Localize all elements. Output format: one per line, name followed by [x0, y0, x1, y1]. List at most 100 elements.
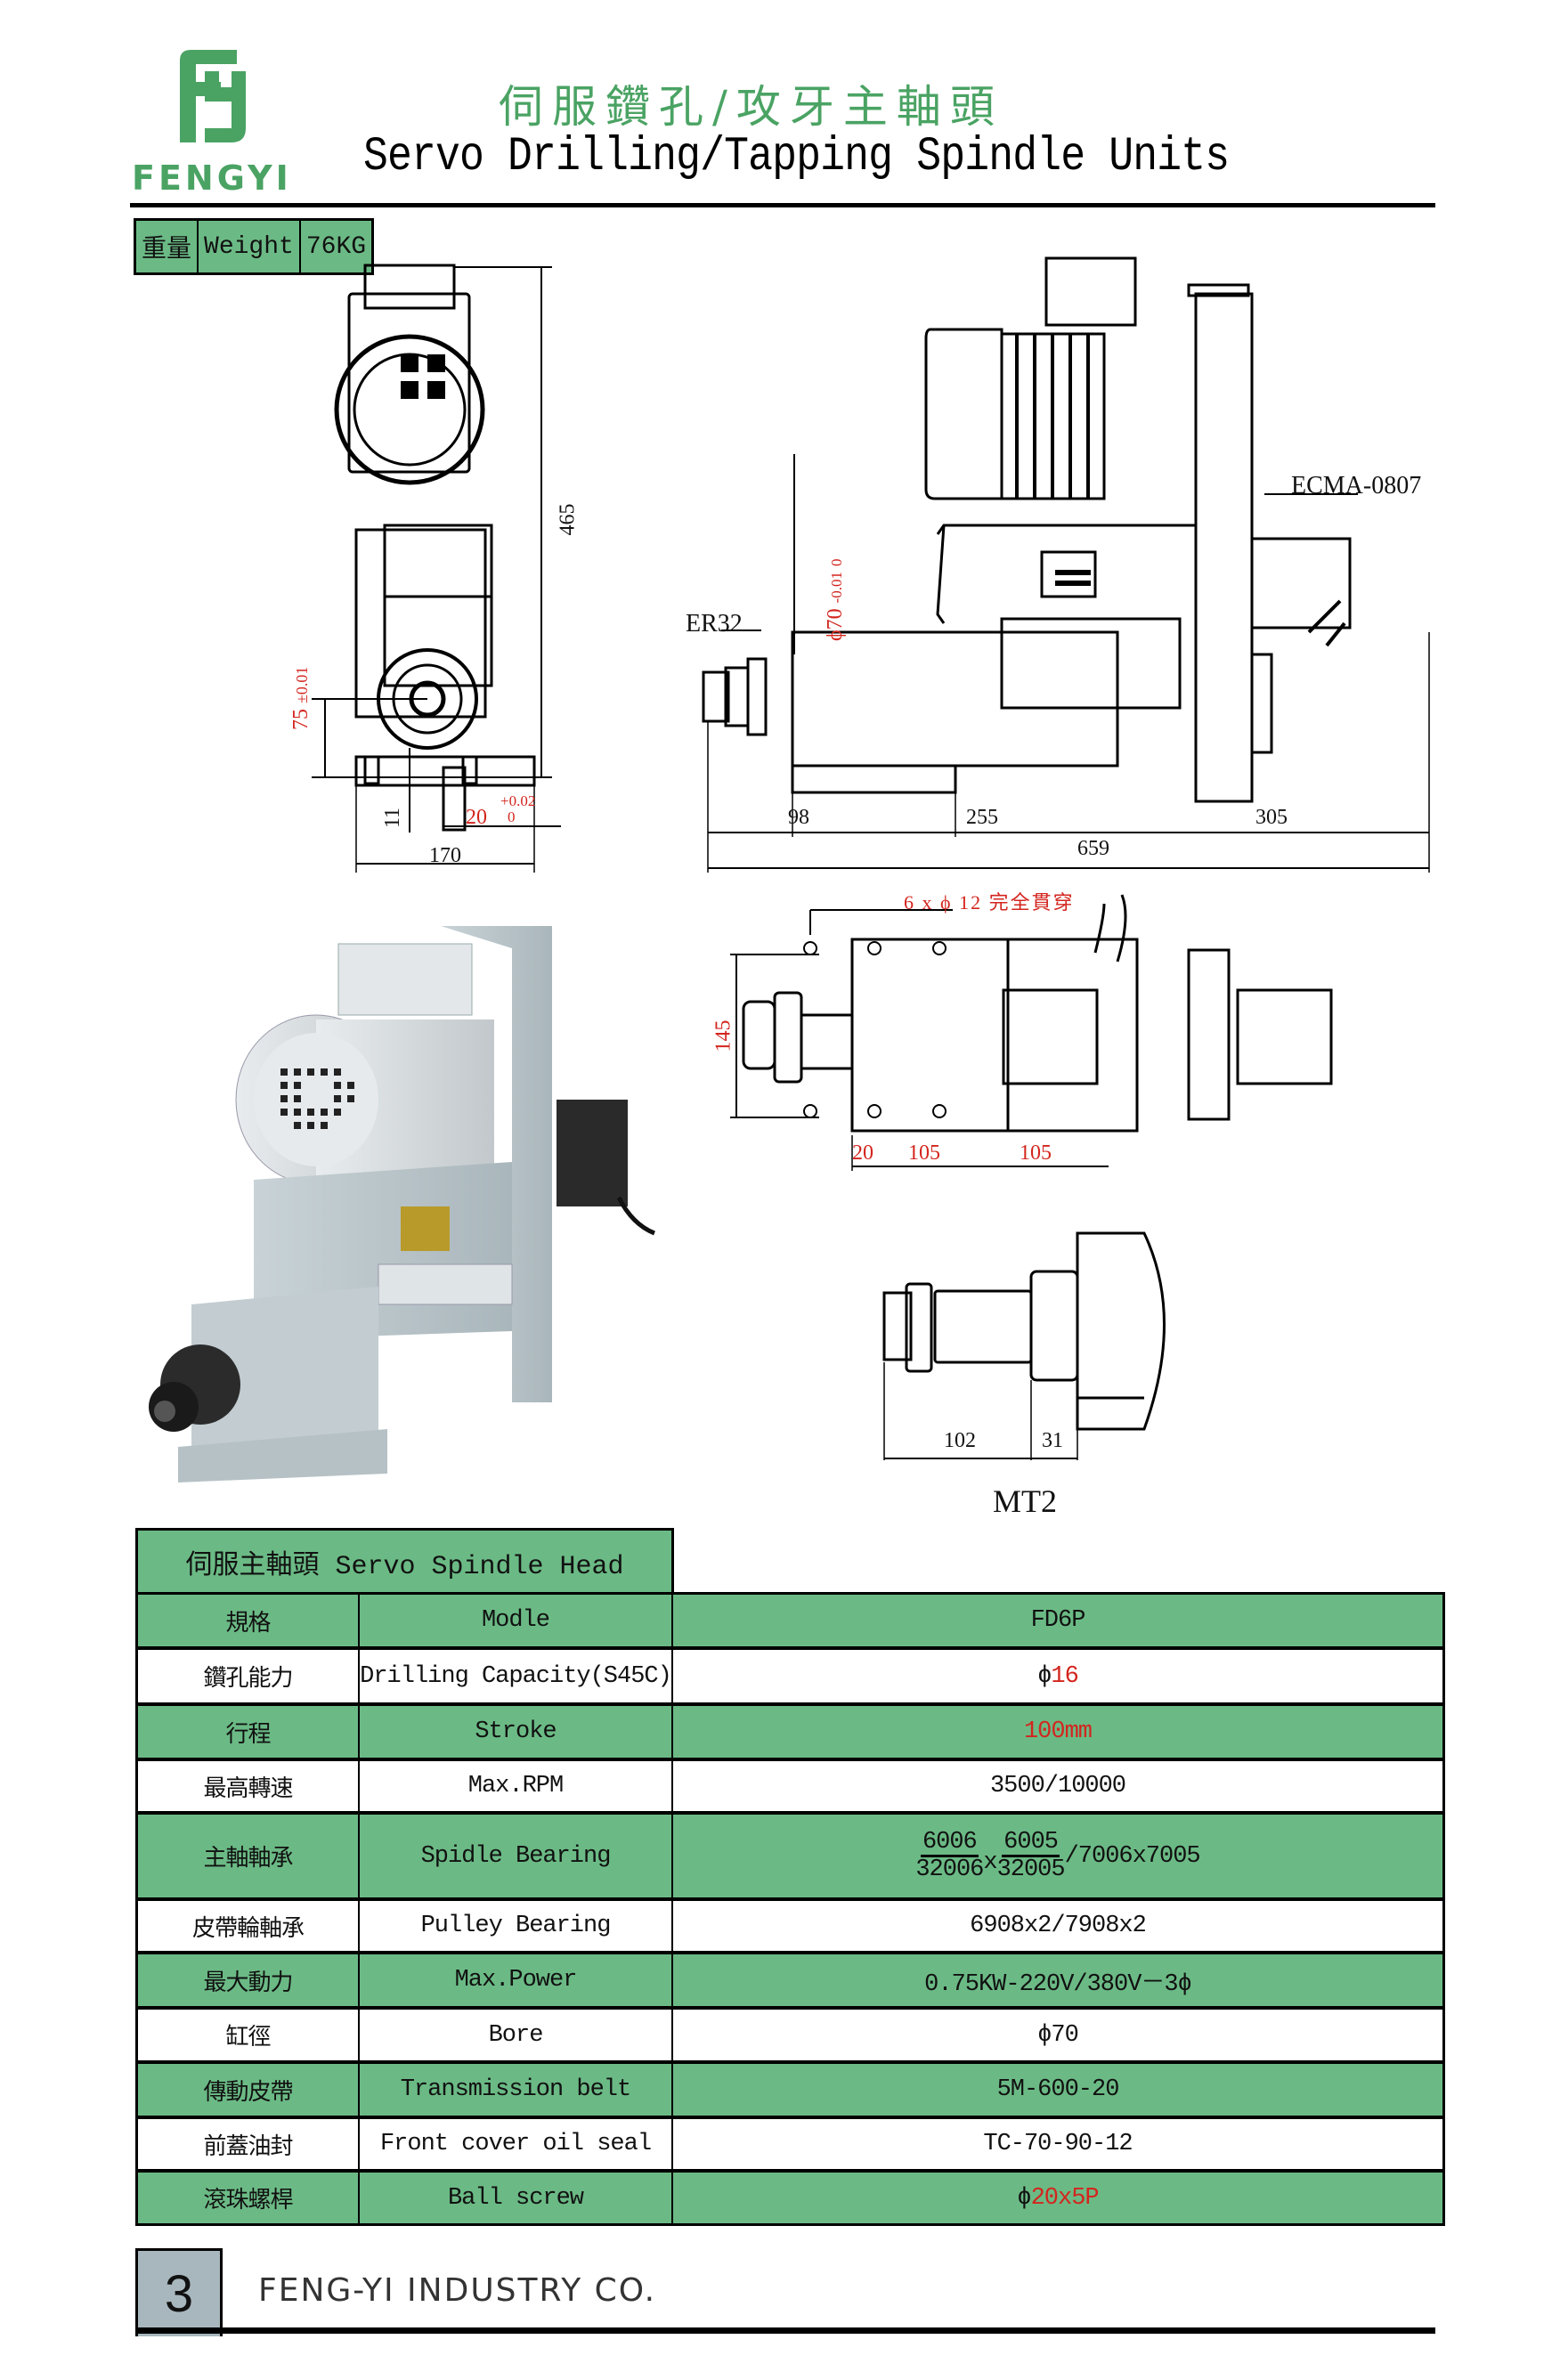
diameter-symbol: ϕ	[1037, 1662, 1052, 1690]
top-view-drawing: 6 x ϕ 12 完全貫穿 145 20 105 105	[712, 881, 1478, 1175]
dim-rear-length: 305	[1255, 806, 1288, 829]
spec-label-en: Front cover oil seal	[360, 2119, 673, 2169]
fraction-numerator: 6006	[920, 1829, 979, 1857]
spec-value-text: FD6P	[1030, 1607, 1086, 1634]
dim-nose-length: 98	[788, 806, 809, 829]
spec-value: TC-70-90-12	[673, 2119, 1442, 2169]
side-view-svg	[702, 256, 1430, 873]
dim-slot-width: 20	[466, 806, 487, 829]
diameter-symbol: ϕ	[1017, 2184, 1031, 2212]
product-render-svg	[149, 926, 655, 1482]
dim-bore-value: ϕ70	[824, 608, 847, 641]
spec-value: 3500/10000	[673, 1761, 1442, 1811]
logo-wordmark: FENGYI	[132, 158, 292, 198]
taper-view-svg	[882, 1231, 1166, 1460]
spec-value-text: 6908x2/7908x2	[970, 1913, 1147, 1939]
spec-label-cn: 主軸軸承	[138, 1815, 360, 1897]
dim-slot-tol-upper: +0.02	[500, 792, 536, 809]
multiply-sign: x	[983, 1848, 997, 1876]
taper-view-drawing: 102 31 MT2	[877, 1220, 1180, 1523]
spec-label-cn: 前蓋油封	[138, 2119, 360, 2169]
spec-label-cn: 缸徑	[138, 2010, 360, 2060]
spec-label-en: Modle	[360, 1595, 673, 1646]
spec-label-cn: 滾珠螺桿	[138, 2173, 360, 2223]
spec-label-cn: 行程	[138, 1706, 360, 1758]
header-divider	[130, 203, 1435, 207]
spec-value: 5M-600-20	[673, 2064, 1442, 2116]
spec-value-text: 3500/10000	[989, 1773, 1126, 1799]
dim-bore-diameter: ϕ70 -0.01 0	[824, 558, 848, 641]
spec-label-en: Stroke	[360, 1706, 673, 1758]
spec-label-cn: 最大動力	[138, 1954, 360, 2006]
spec-label-en: Transmission belt	[360, 2064, 673, 2116]
front-view-svg	[312, 264, 561, 873]
company-name: FENG-YI INDUSTRY CO.	[258, 2272, 657, 2309]
dim-bore-tol-upper: 0	[828, 558, 845, 566]
spec-label-en: Ball screw	[360, 2173, 673, 2223]
side-view-drawing: ER32 ECMA-0807 ϕ70 -0.01 0 98 255 305 65…	[686, 249, 1469, 873]
dim-center-height-value: 75	[289, 709, 313, 730]
spec-value-text: TC-70-90-12	[983, 2131, 1133, 2157]
fraction-denominator: 32005	[996, 1856, 1066, 1883]
spec-value: ϕ70	[673, 2010, 1442, 2060]
dim-bore-tol-lower: -0.01	[828, 571, 845, 604]
mounting-hole-note: 6 x ϕ 12 完全貫穿	[904, 891, 1075, 914]
collet-label: ER32	[686, 610, 743, 638]
spec-label-en: Pulley Bearing	[360, 1901, 673, 1951]
dim-total-length: 659	[1077, 837, 1109, 860]
page-number: 3	[135, 2248, 223, 2336]
dim-slot-tol-lower: 0	[508, 808, 516, 825]
dim-height: 465	[556, 503, 580, 536]
fraction-denominator: 32006	[915, 1856, 984, 1883]
page-title-english: Servo Drilling/Tapping Spindle Units	[363, 130, 1230, 184]
top-view-svg	[730, 894, 1333, 1171]
dim-hole-offset: 20	[852, 1141, 873, 1165]
bearing-suffix: /7006x7005	[1064, 1842, 1201, 1870]
spec-value-text: 100mm	[1023, 1718, 1093, 1745]
weight-label-en: Weight	[199, 221, 301, 272]
spec-value-text: ϕ70	[1037, 2021, 1079, 2049]
spec-value: 0.75KW-220V/380V－3ϕ	[673, 1954, 1442, 2006]
spec-label-en: Bore	[360, 2010, 673, 2060]
spec-table-title: 伺服主軸頭 Servo Spindle Head	[135, 1528, 674, 1593]
dim-hole-pitch-1: 105	[908, 1141, 940, 1165]
spec-value: 100mm	[673, 1706, 1442, 1758]
spec-value-text: 16	[1051, 1662, 1078, 1690]
spec-value: FD6P	[673, 1595, 1442, 1646]
servo-motor-label: ECMA-0807	[1291, 472, 1422, 500]
dim-center-tolerance: ±0.01	[293, 666, 311, 703]
spec-label-en: Drilling Capacity(S45C)	[360, 1650, 673, 1702]
dim-body-length: 255	[966, 806, 998, 829]
dim-slot-depth: 11	[381, 807, 405, 829]
weight-label-cn: 重量	[136, 221, 199, 272]
spec-value-text: 20x5P	[1030, 2184, 1100, 2212]
spec-label-cn: 鑽孔能力	[138, 1650, 360, 1702]
spec-label-en: Spidle Bearing	[360, 1815, 673, 1897]
page-title-chinese: 伺服鑽孔/攻牙主軸頭	[499, 81, 1003, 133]
spec-label-en: Max.Power	[360, 1954, 673, 2006]
weight-badge: 重量 Weight 76KG	[134, 218, 375, 275]
spec-label-cn: 傳動皮帶	[138, 2064, 360, 2116]
spec-label-en: Max.RPM	[360, 1761, 673, 1811]
taper-label: MT2	[993, 1483, 1057, 1519]
spec-value-text: 0.75KW-220V/380V－3ϕ	[924, 1971, 1192, 1998]
front-view-drawing: 465 75 ±0.01 11 20 +0.02 0 170	[289, 249, 614, 873]
dim-center-height: 75 ±0.01	[289, 667, 313, 730]
weight-value: 76KG	[305, 232, 367, 261]
dim-taper-length-1: 102	[944, 1429, 976, 1452]
fy-monogram-icon	[167, 46, 256, 146]
dim-base-width: 170	[429, 844, 461, 867]
